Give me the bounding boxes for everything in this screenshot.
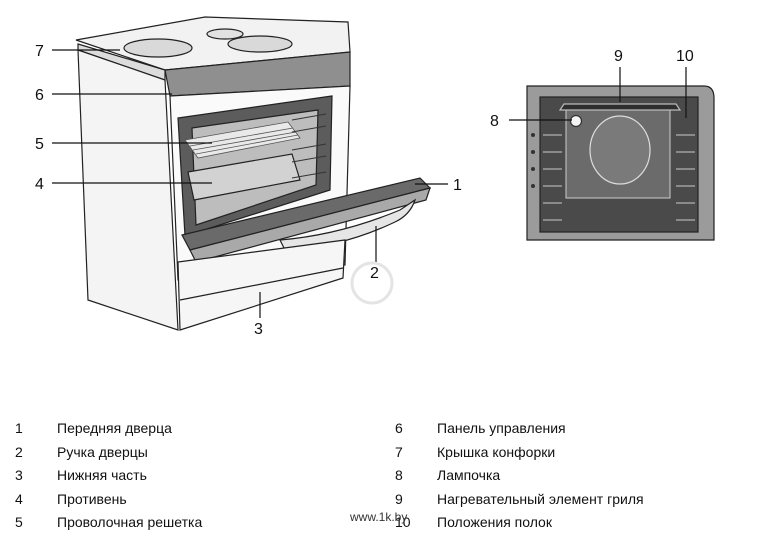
hob-burner <box>206 28 244 40</box>
lamp <box>569 114 583 128</box>
legend-text: Нижняя часть <box>57 467 147 483</box>
legend-item: 5 Проволочная решетка <box>15 511 375 535</box>
legend-item: 4 Противень <box>15 488 375 512</box>
side-panel <box>77 49 179 331</box>
legend-number: 6 <box>395 420 403 436</box>
legend-item: 9 Нагревательный элемент гриля <box>395 488 765 512</box>
legend-item: 2 Ручка дверцы <box>15 441 375 465</box>
watermark-text: www.1k.by <box>350 510 408 524</box>
watermark-logo <box>350 261 394 305</box>
legend-number: 9 <box>395 490 403 507</box>
legend-number: 10 <box>395 514 411 530</box>
callout-5: 5 <box>35 136 44 153</box>
legend-right: 6 Панель управления 7 Крышка конфорки 8 … <box>395 417 765 535</box>
legend-text: Передняя дверца <box>57 420 172 436</box>
legend-item: 3 Нижняя часть <box>15 464 375 488</box>
callout-2: 2 <box>370 265 379 282</box>
stove-illustration <box>75 16 432 331</box>
legend-number: 1 <box>15 420 23 436</box>
legend-text: Проволочная решетка <box>57 514 203 530</box>
hob-burner <box>123 38 193 58</box>
legend-text: Крышка конфорки <box>437 443 556 460</box>
legend-item: 10 Положения полок <box>395 511 765 535</box>
callout-6: 6 <box>35 87 44 104</box>
fan-cover <box>589 115 651 185</box>
hob-burner <box>227 35 293 53</box>
callout-7: 7 <box>35 43 44 60</box>
legend-left: 1 Передняя дверца 2 Ручка дверцы 3 Нижня… <box>15 417 375 535</box>
callout-4: 4 <box>35 176 44 193</box>
legend-item: 8 Лампочка <box>395 464 765 488</box>
stove-diagram: 7 6 5 4 1 2 3 8 9 10 <box>35 16 715 338</box>
callout-10: 10 <box>676 48 694 65</box>
legend-item: 1 Передняя дверца <box>15 417 375 441</box>
legend-number: 7 <box>395 443 403 460</box>
lower-part <box>177 239 346 331</box>
callout-3: 3 <box>254 321 263 338</box>
legend-text: Противень <box>57 490 127 507</box>
legend-number: 2 <box>15 443 23 460</box>
callout-1: 1 <box>453 177 462 194</box>
legend-text: Ручка дверцы <box>57 443 148 460</box>
legend-number: 4 <box>15 490 23 507</box>
callout-leaders-interior <box>509 67 687 121</box>
baking-tray <box>187 153 301 201</box>
callout-leaders <box>52 49 448 318</box>
legend-item: 6 Панель управления <box>395 417 765 441</box>
legend-text: Положения полок <box>437 514 552 530</box>
legend-number: 8 <box>395 467 403 483</box>
legend-item: 7 Крышка конфорки <box>395 441 765 465</box>
callout-8: 8 <box>490 113 499 130</box>
legend-text: Нагревательный элемент гриля <box>437 490 644 507</box>
legend-text: Лампочка <box>437 467 501 483</box>
legend-number: 3 <box>15 467 23 483</box>
wire-rack <box>184 121 301 159</box>
grill-element <box>558 103 682 111</box>
callout-9: 9 <box>614 48 623 65</box>
legend-number: 5 <box>15 514 23 530</box>
legend-text: Панель управления <box>437 420 566 436</box>
